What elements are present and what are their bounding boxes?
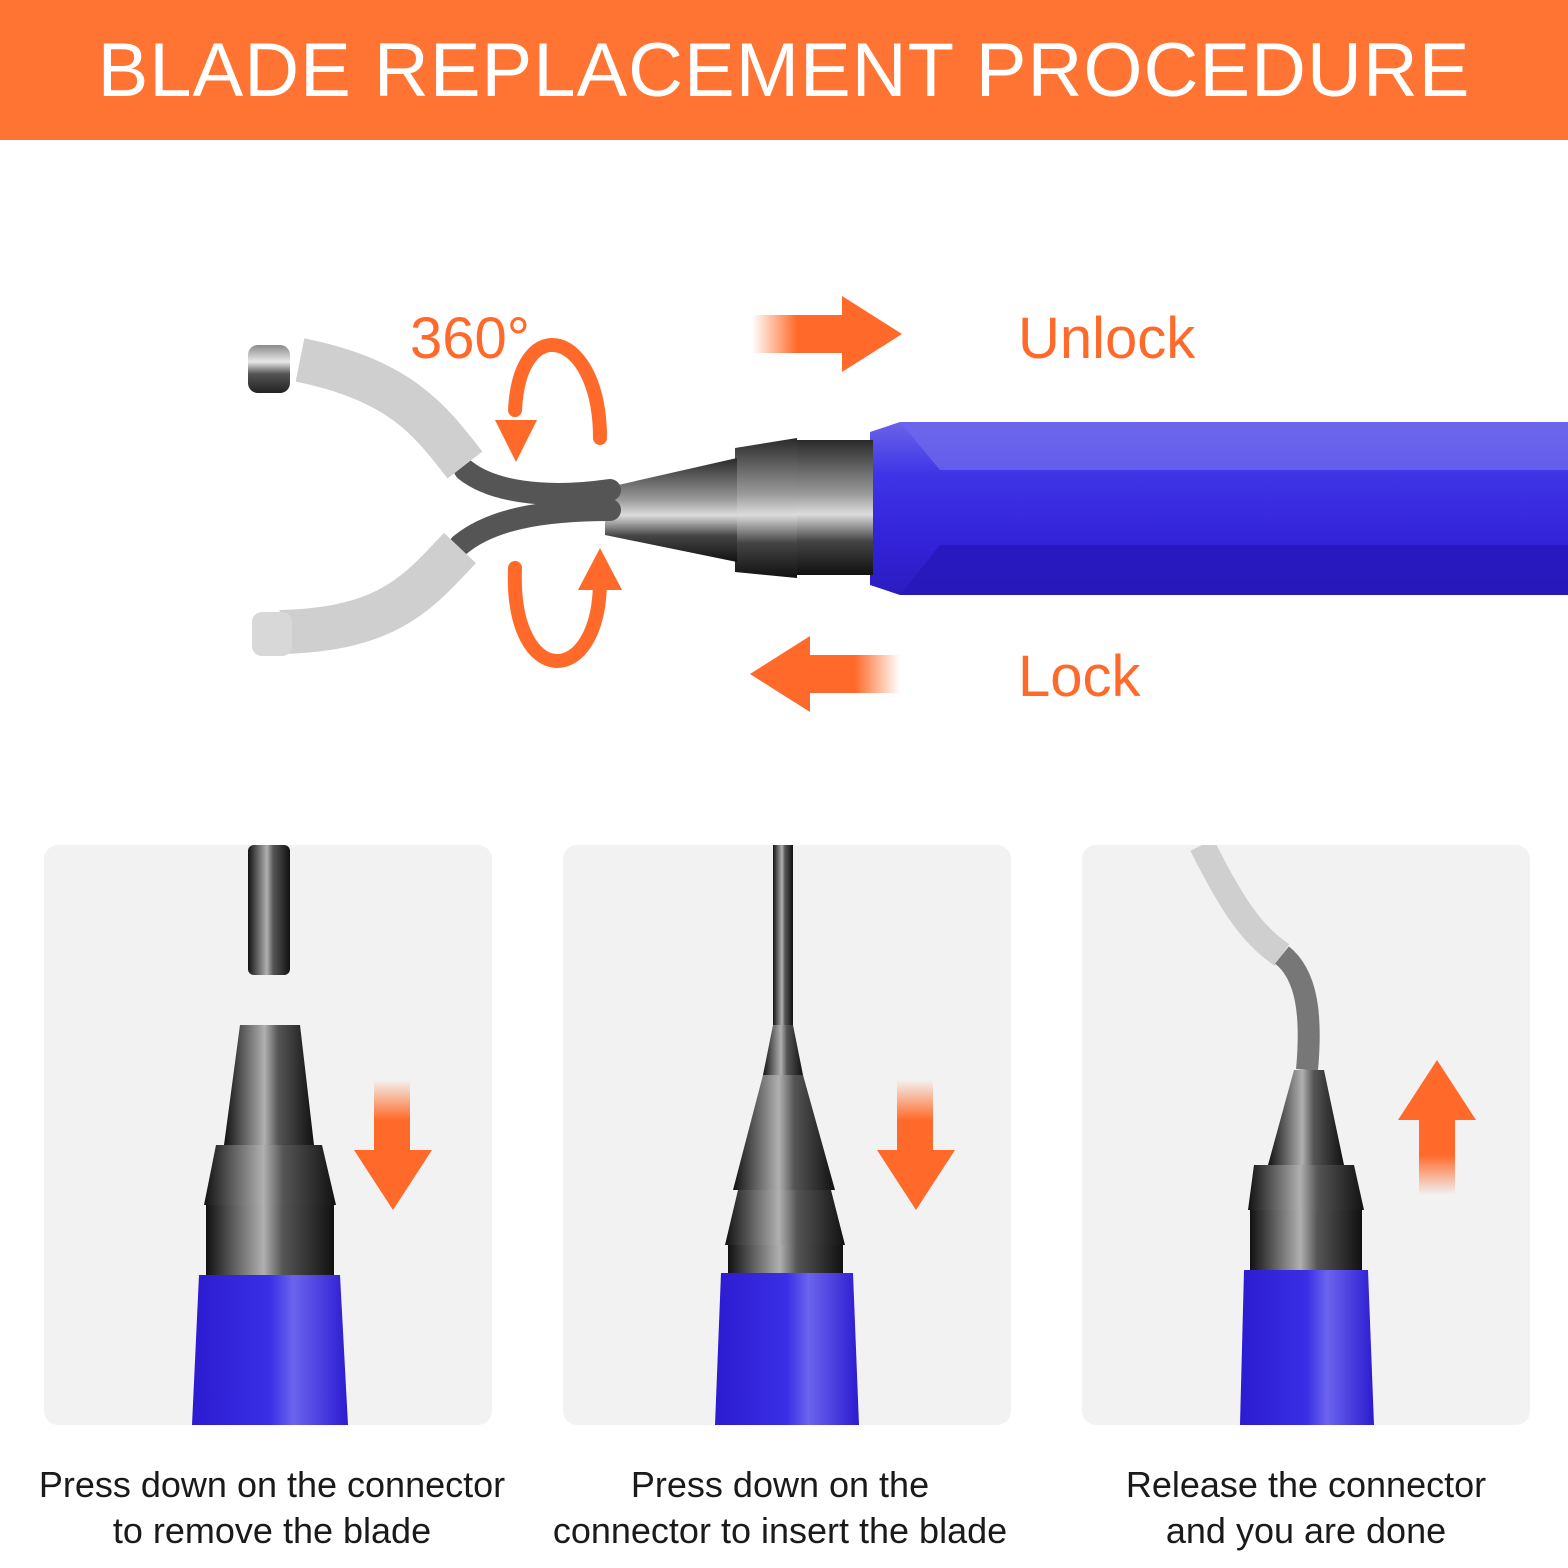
step-2-caption-line-2: connector to insert the blade xyxy=(552,1510,1008,1551)
step-1-panel xyxy=(44,845,492,1425)
step-1-caption-line-2: to remove the blade xyxy=(112,1510,432,1551)
lock-label: Lock xyxy=(1018,644,1141,709)
unlock-arrow-icon xyxy=(752,296,902,372)
arrow-down-icon xyxy=(877,1080,955,1210)
step-3-illustration xyxy=(1190,845,1476,1425)
arrow-down-icon xyxy=(354,1080,432,1210)
step-3-panel xyxy=(1082,845,1530,1425)
blade-shaft xyxy=(248,845,290,975)
unlock-label: Unlock xyxy=(1018,306,1196,371)
nozzle xyxy=(1268,1070,1344,1165)
swivel-blade xyxy=(1190,845,1290,966)
step-3-caption-line-1: Release the connector xyxy=(1125,1464,1487,1505)
page-title: BLADE REPLACEMENT PROCEDURE xyxy=(97,27,1471,113)
lock-arrow-icon xyxy=(750,636,900,712)
step-2-caption: Press down on the connector to insert th… xyxy=(520,1462,1040,1554)
step-2-illustration xyxy=(715,845,955,1425)
rotation-label: 360° xyxy=(410,306,530,371)
nozzle xyxy=(224,1025,314,1145)
blade-shaft xyxy=(773,845,793,1025)
blue-handle xyxy=(870,422,1568,595)
step-3-caption-line-2: and you are done xyxy=(1165,1510,1447,1551)
title-banner: BLADE REPLACEMENT PROCEDURE xyxy=(0,0,1568,140)
blue-handle xyxy=(1240,1270,1374,1425)
step-1-caption-line-1: Press down on the connector xyxy=(38,1464,506,1505)
arrow-up-icon xyxy=(1398,1060,1476,1195)
rotation-arrows-icon xyxy=(507,338,607,668)
step-2-caption-line-1: Press down on the xyxy=(630,1464,930,1505)
hero-illustration: 360° Unlock Lock xyxy=(0,140,1568,840)
step-1-illustration xyxy=(192,845,432,1425)
rotation-arrowhead-down-icon xyxy=(495,420,537,462)
nozzle xyxy=(733,1075,835,1190)
blue-handle xyxy=(715,1273,859,1425)
deburring-tool-illustration xyxy=(248,296,1568,712)
blue-handle xyxy=(192,1275,348,1425)
swivel-blade xyxy=(248,338,621,656)
step-3-caption: Release the connector and you are done xyxy=(1046,1462,1566,1554)
rotation-arrowhead-up-icon xyxy=(578,548,622,590)
step-2-panel xyxy=(563,845,1011,1425)
metal-collar xyxy=(605,438,873,578)
step-1-caption: Press down on the connector to remove th… xyxy=(12,1462,532,1554)
